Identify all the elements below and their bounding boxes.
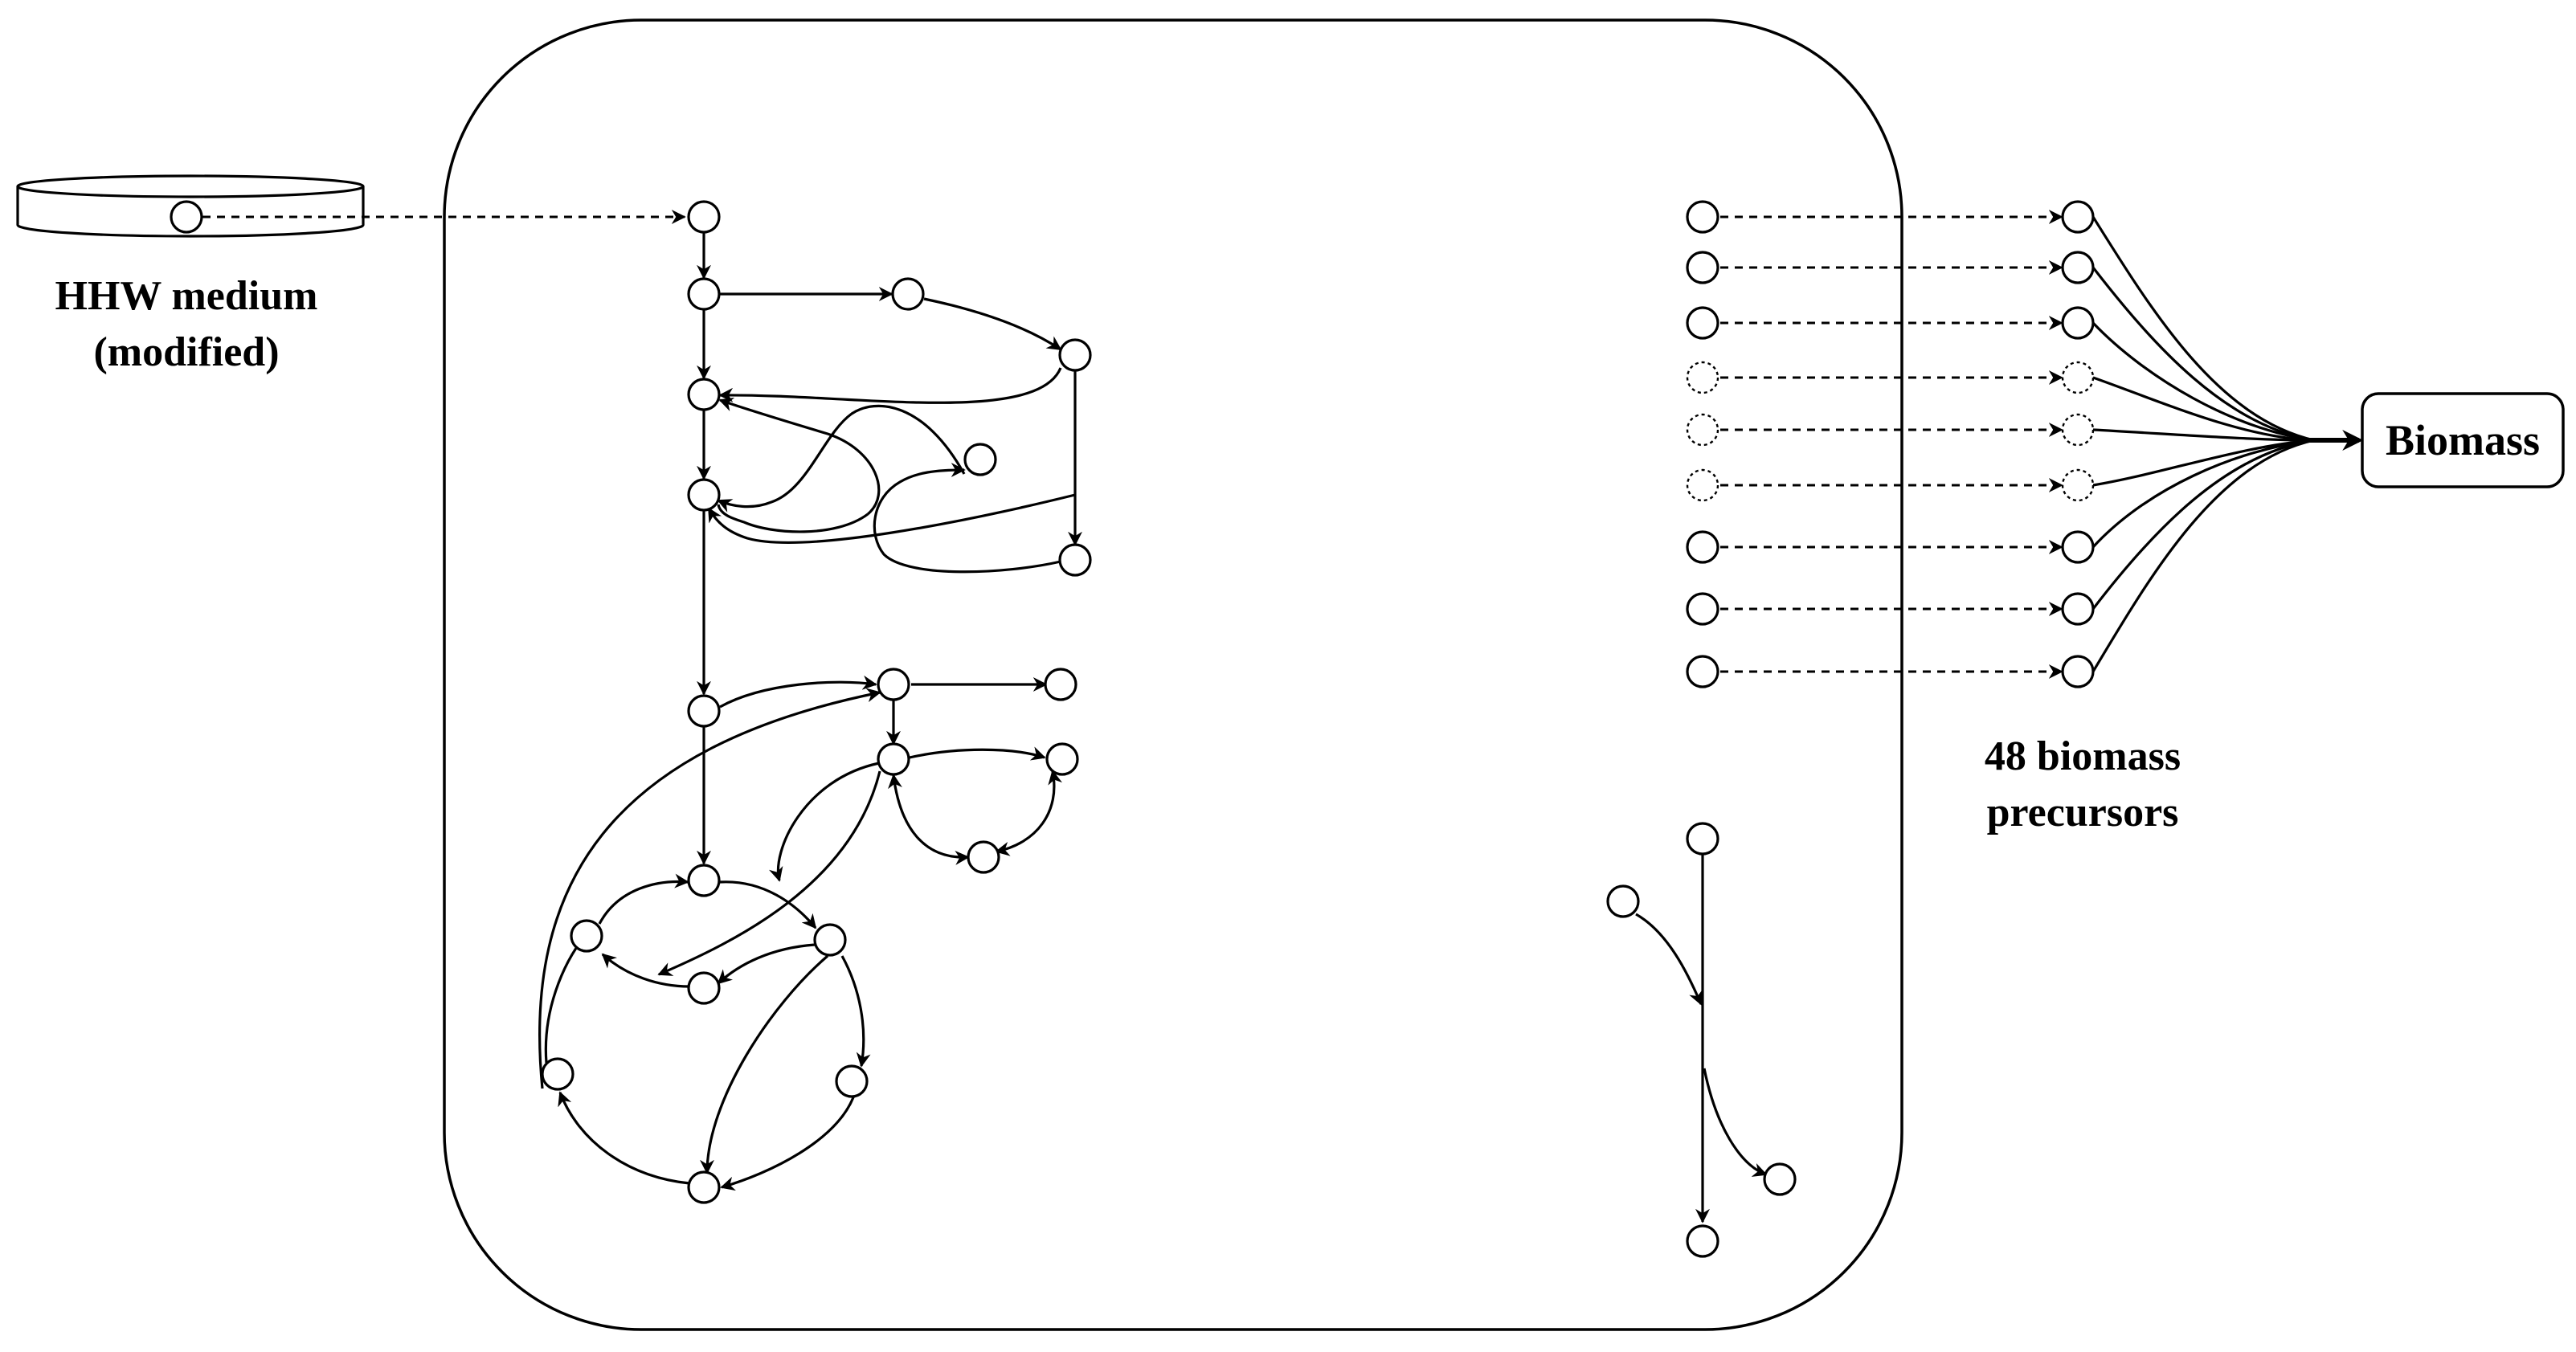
lower-pathway-edges	[538, 675, 1062, 1191]
biomass-label: Biomass	[2386, 416, 2540, 464]
biomass-node: Biomass	[2361, 392, 2565, 488]
medium-label-line1: HHW medium	[55, 273, 318, 319]
metabolite-nodes	[170, 200, 1797, 1258]
precursors-label-line2: precursors	[1987, 790, 2179, 835]
medium-label-line2: (modified)	[93, 329, 279, 375]
side-pathway-edges	[1635, 855, 1768, 1223]
cell-boundary	[443, 18, 1903, 1331]
precursor-nodes	[1686, 200, 2095, 688]
precursors-label-line1: 48 biomass	[1985, 733, 2181, 779]
precursor-transport-edges	[1720, 210, 2063, 679]
biomass-reaction-edges	[2091, 216, 2364, 672]
upper-pathway-edges	[697, 233, 1082, 696]
